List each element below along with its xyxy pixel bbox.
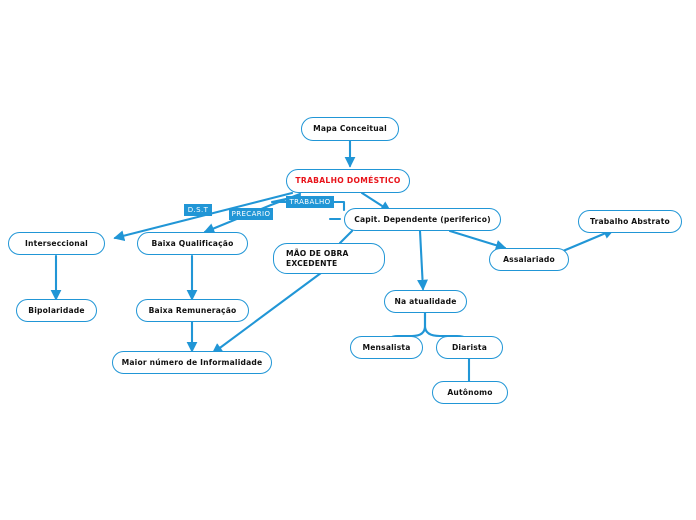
edge-label-dst[interactable]: D.S.T xyxy=(184,204,212,216)
node-label: Mapa Conceitual xyxy=(313,124,387,134)
node-mapa-conceitual[interactable]: Mapa Conceitual xyxy=(301,117,399,141)
node-baixa-qualificacao[interactable]: Baixa Qualificação xyxy=(137,232,248,255)
node-label: Interseccional xyxy=(25,238,88,248)
node-autonomo[interactable]: Autônomo xyxy=(432,381,508,404)
node-label: Maior número de Informalidade xyxy=(121,357,263,367)
node-diarista[interactable]: Diarista xyxy=(436,336,503,359)
edge-label-text: PRECARIO xyxy=(231,210,271,218)
node-mao-de-obra-excedente[interactable]: MÃO DE OBRA EXCEDENTE xyxy=(273,243,385,274)
node-maior-numero-informalidade[interactable]: Maior número de Informalidade xyxy=(112,351,272,374)
node-interseccional[interactable]: Interseccional xyxy=(8,232,105,255)
node-na-atualidade[interactable]: Na atualidade xyxy=(384,290,467,313)
node-capit-dependente[interactable]: Capit. Dependente (periferico) xyxy=(344,208,501,231)
node-mensalista[interactable]: Mensalista xyxy=(350,336,423,359)
node-label: Na atualidade xyxy=(394,296,457,306)
node-label-line-1: MÃO DE OBRA xyxy=(286,248,349,258)
node-label: Trabalho Abstrato xyxy=(590,216,670,226)
edge-capit-to-mao-de-obra xyxy=(338,229,354,245)
node-label: MÃO DE OBRA EXCEDENTE xyxy=(286,249,349,268)
edge-trabalho-label-stub-right xyxy=(332,200,346,212)
node-label: Capit. Dependente (periferico) xyxy=(354,214,491,224)
node-trabalho-domestico[interactable]: TRABALHO DOMÉSTICO xyxy=(286,169,410,193)
node-label: TRABALHO DOMÉSTICO xyxy=(295,176,401,186)
node-label: Mensalista xyxy=(362,342,411,352)
node-label-line-2: EXCEDENTE xyxy=(286,258,338,268)
node-label: Diarista xyxy=(451,342,488,352)
node-label: Autônomo xyxy=(447,387,493,397)
node-label: Bipolaridade xyxy=(28,305,85,315)
edge-capit-to-na-atualidade xyxy=(417,229,428,291)
node-label: Baixa Qualificação xyxy=(151,238,234,248)
edge-capit-to-assalariado xyxy=(448,229,507,251)
edge-label-text: TRABALHO xyxy=(289,198,331,206)
node-assalariado[interactable]: Assalariado xyxy=(489,248,569,271)
node-baixa-remuneracao[interactable]: Baixa Remuneração xyxy=(136,299,249,322)
edge-assalariado-to-trabalho-abstrato xyxy=(561,228,615,253)
node-bipolaridade[interactable]: Bipolaridade xyxy=(16,299,97,322)
node-label: Baixa Remuneração xyxy=(148,305,237,315)
node-trabalho-abstrato[interactable]: Trabalho Abstrato xyxy=(578,210,682,233)
edge-label-text: D.S.T xyxy=(187,206,209,214)
node-label: Assalariado xyxy=(503,254,555,264)
edge-label-precario[interactable]: PRECARIO xyxy=(229,208,273,220)
edge-label-trabalho[interactable]: TRABALHO xyxy=(286,196,334,208)
